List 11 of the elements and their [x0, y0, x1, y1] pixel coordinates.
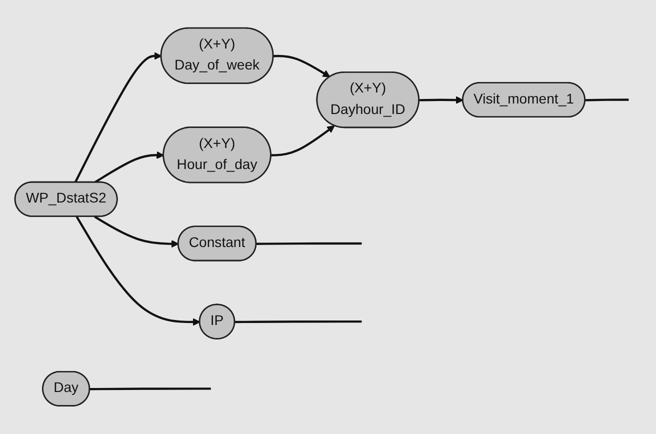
arrow: [94, 151, 164, 184]
arrow: [76, 216, 200, 326]
connector: [585, 98, 629, 102]
arrow: [74, 52, 162, 184]
connector: [234, 320, 362, 324]
arrow: [273, 54, 330, 78]
arrow: [271, 126, 335, 156]
connector: [90, 388, 211, 390]
connector: [256, 242, 362, 246]
arrow: [419, 96, 464, 104]
arrow: [94, 216, 179, 248]
